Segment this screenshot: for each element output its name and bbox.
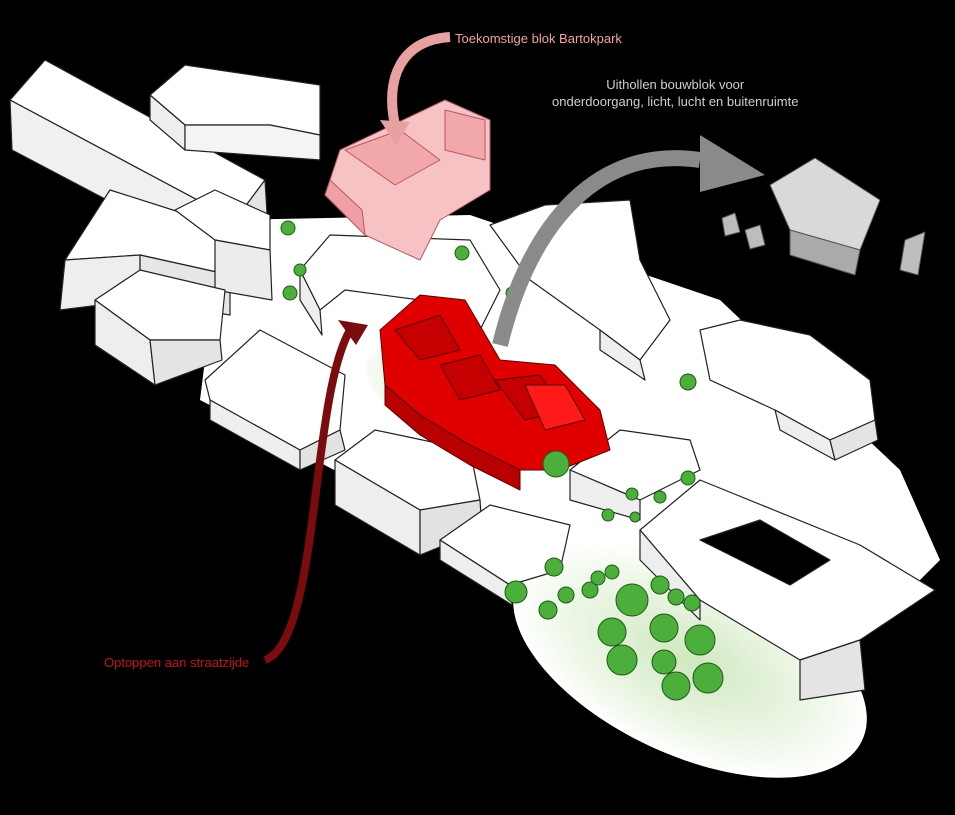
building-right-terrace <box>699 319 879 461</box>
label-hollow-line1: Uithollen bouwblok voor <box>606 77 745 92</box>
building-top-cluster <box>149 64 321 161</box>
building-courtyard-block <box>639 479 936 701</box>
context-buildings <box>9 59 936 701</box>
new-red-block <box>379 294 611 491</box>
arrow-hollow <box>492 135 765 347</box>
label-hollow-block: Uithollen bouwblok voor onderdoorgang, l… <box>552 76 798 110</box>
hollowed-volume <box>721 157 926 276</box>
label-hollow-line2: onderdoorgang, licht, lucht en buitenrui… <box>552 94 799 109</box>
future-block-bartokpark <box>324 99 491 261</box>
building-center-pair <box>334 429 483 556</box>
label-street-top: Optoppen aan straatzijde <box>104 655 250 670</box>
building-bottom-center <box>439 504 571 606</box>
label-future-block: Toekomstige blok Bartokpark <box>455 31 622 46</box>
arrow-future-block <box>380 32 451 145</box>
arrow-street-top <box>263 320 368 664</box>
building-left-block-2 <box>174 189 273 301</box>
building-left-block-3 <box>94 269 226 386</box>
